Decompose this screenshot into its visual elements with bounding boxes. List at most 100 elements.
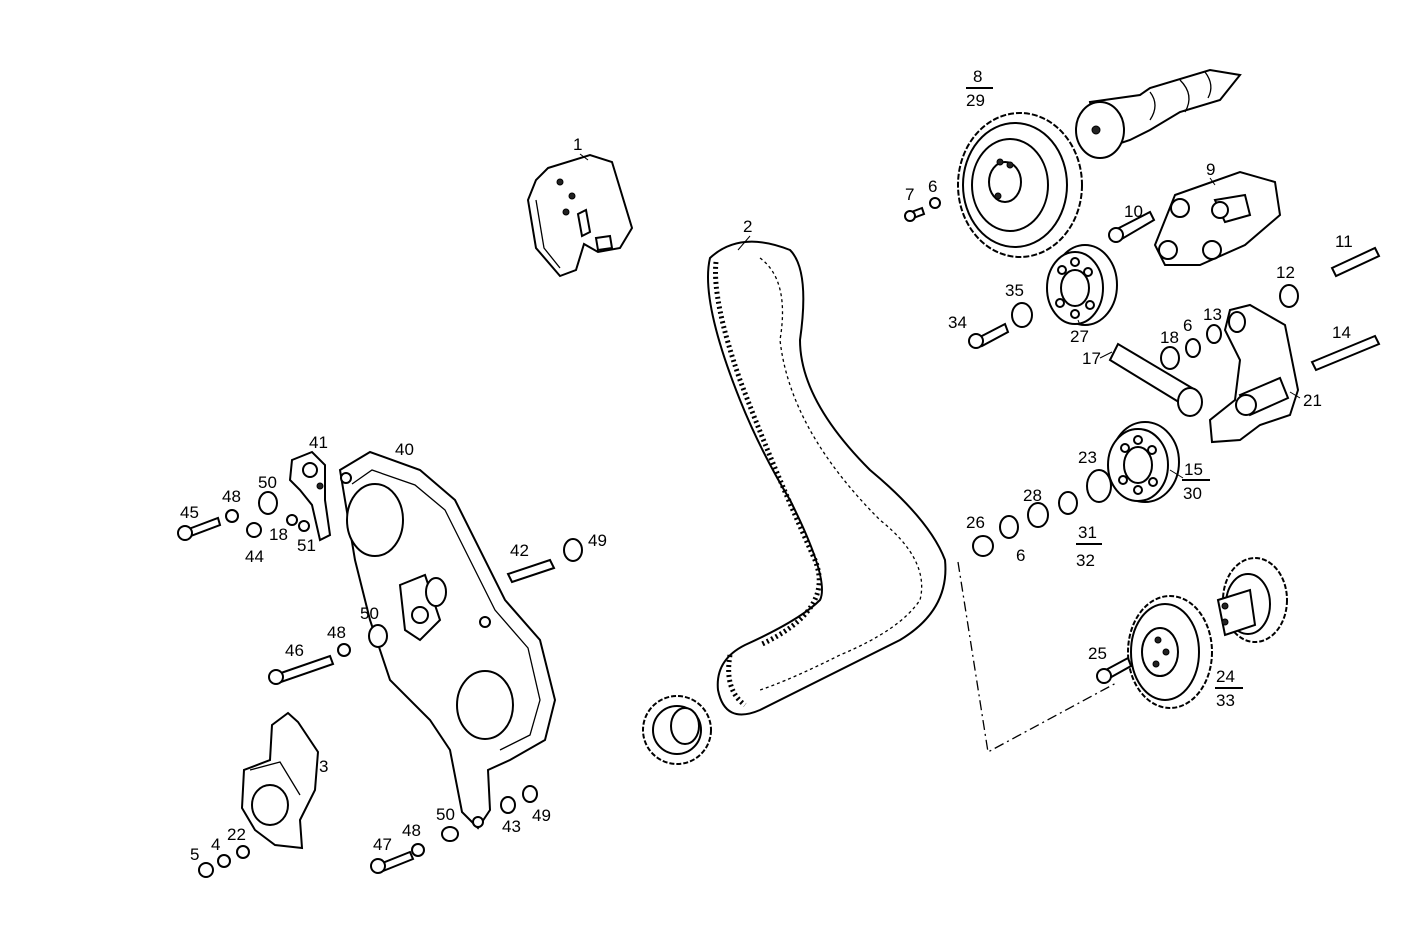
label-28: 28 [1023,486,1042,505]
label-42: 42 [510,541,529,560]
part-timing-belt [707,240,947,716]
label-22: 22 [227,825,246,844]
label-3: 3 [319,757,328,776]
hardware-washer-6c [999,515,1019,539]
hardware-stud-11 [1330,246,1381,278]
hardware-washer-6a [929,197,941,209]
label-32: 32 [1076,551,1095,570]
label-50b: 50 [360,604,379,623]
hardware-sleeve-43 [500,796,516,814]
label-4: 4 [211,835,220,854]
hardware-washer-31 [1058,491,1078,515]
camshaft [1075,68,1242,159]
hardware-bolt-45 [177,516,222,541]
label-35: 35 [1005,281,1024,300]
hardware-washer-23 [1086,469,1112,503]
label-43: 43 [502,817,521,836]
fraction-lines [966,87,1243,689]
hardware-nut-5 [198,862,214,878]
label-27: 27 [1070,327,1089,346]
label-44: 44 [245,547,264,566]
label-51: 51 [297,536,316,555]
hardware-nut-18 [1160,346,1180,370]
label-41: 41 [309,433,328,452]
label-33: 33 [1216,691,1235,710]
hardware-washer-48b [337,643,351,657]
label-23: 23 [1078,448,1097,467]
part-labels: 1 2 3 4 5 6 6 6 7 8 29 9 10 11 12 13 14 … [180,67,1353,864]
label-5: 5 [190,845,199,864]
label-34: 34 [948,313,967,332]
part-pin-17 [1108,342,1203,417]
hardware-bolt-34 [968,322,1010,349]
part-bracket-41 [288,450,332,542]
part-idler-roller-15 [1107,421,1180,503]
part-cam-pulley [957,112,1083,258]
hardware-washer-51 [298,520,310,532]
hardware-washer-12 [1279,284,1299,308]
part-tensioner-bracket [1153,170,1282,266]
label-2: 2 [743,217,752,236]
label-6c: 6 [1016,546,1025,565]
label-48c: 48 [402,821,421,840]
hardware-washer-22 [236,845,250,859]
label-50c: 50 [436,805,455,824]
hardware-nut-26 [972,535,994,557]
label-50a: 50 [258,473,277,492]
label-6b: 6 [1183,316,1192,335]
label-8: 8 [973,67,982,86]
hardware-stud-14 [1310,334,1381,372]
part-upper-cover [526,153,634,278]
hardware-bolt-25 [1096,656,1133,684]
label-48b: 48 [327,623,346,642]
label-11: 11 [1335,232,1353,251]
part-pump-gear [1127,557,1288,709]
label-45: 45 [180,503,199,522]
hardware-sleeve-49b [522,785,538,803]
hardware-washer-13 [1206,324,1222,344]
label-15: 15 [1184,460,1203,479]
hardware-washer-48a [225,509,239,523]
label-31: 31 [1078,523,1097,542]
part-tensioner-arm [1208,303,1300,444]
part-idler-roller-27 [1046,244,1118,326]
hardware-bolt-46 [268,654,335,685]
label-10: 10 [1124,202,1143,221]
label-29: 29 [966,91,985,110]
leader-lines [579,153,1301,479]
label-46: 46 [285,641,304,660]
label-40: 40 [395,440,414,459]
hardware-spacer-50a [258,491,278,515]
hardware-sleeve-49a [563,538,583,562]
hardware-nut-18a [286,514,298,526]
hardware-washer-4 [217,854,231,868]
label-6a: 6 [928,177,937,196]
label-49b: 49 [532,806,551,825]
reference-line [957,561,1119,754]
label-24: 24 [1216,667,1235,686]
label-21: 21 [1303,391,1322,410]
label-18a: 18 [1160,328,1179,347]
hardware-screw-10 [1108,210,1156,243]
hardware-washer-6b [1185,338,1201,358]
hardware-pin-42 [506,558,556,584]
crank-sprocket [642,695,712,765]
label-26: 26 [966,513,985,532]
label-49a: 49 [588,531,607,550]
label-12: 12 [1276,263,1295,282]
label-18b: 18 [269,525,288,544]
label-30: 30 [1183,484,1202,503]
hardware-washer-48c [411,843,425,857]
hardware-washer-35 [1011,302,1033,328]
hardware-ring-44 [246,522,262,538]
label-17: 17 [1082,349,1101,368]
label-9: 9 [1206,160,1215,179]
label-13: 13 [1203,305,1222,324]
label-48a: 48 [222,487,241,506]
hardware-bolt-7 [904,206,926,222]
label-25: 25 [1088,644,1107,663]
part-bracket-3 [240,711,320,850]
label-1: 1 [573,135,582,154]
hardware-spacer-50c [441,826,459,842]
